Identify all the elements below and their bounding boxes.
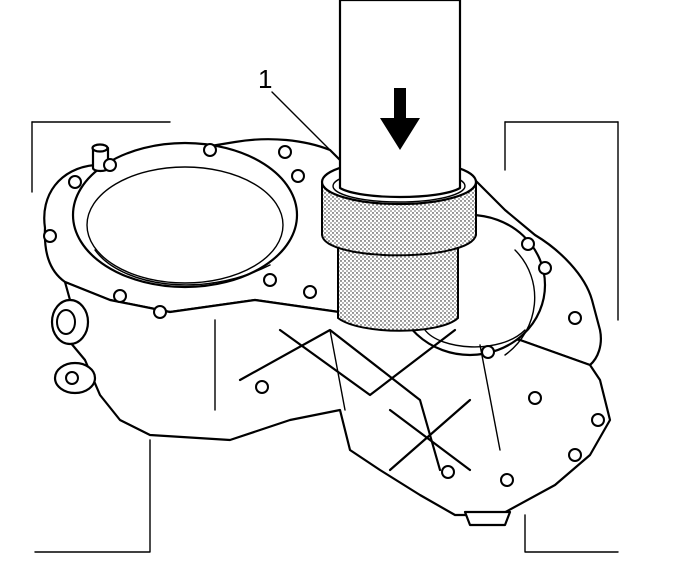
arrow-down-icon [380,88,420,150]
bolt-holes [43,143,605,487]
installer-tool [320,0,478,332]
transmission-case [43,138,612,527]
callout-label: 1 [258,64,272,94]
work-surface-lines [31,121,619,553]
callout-1: 1 [258,64,339,159]
